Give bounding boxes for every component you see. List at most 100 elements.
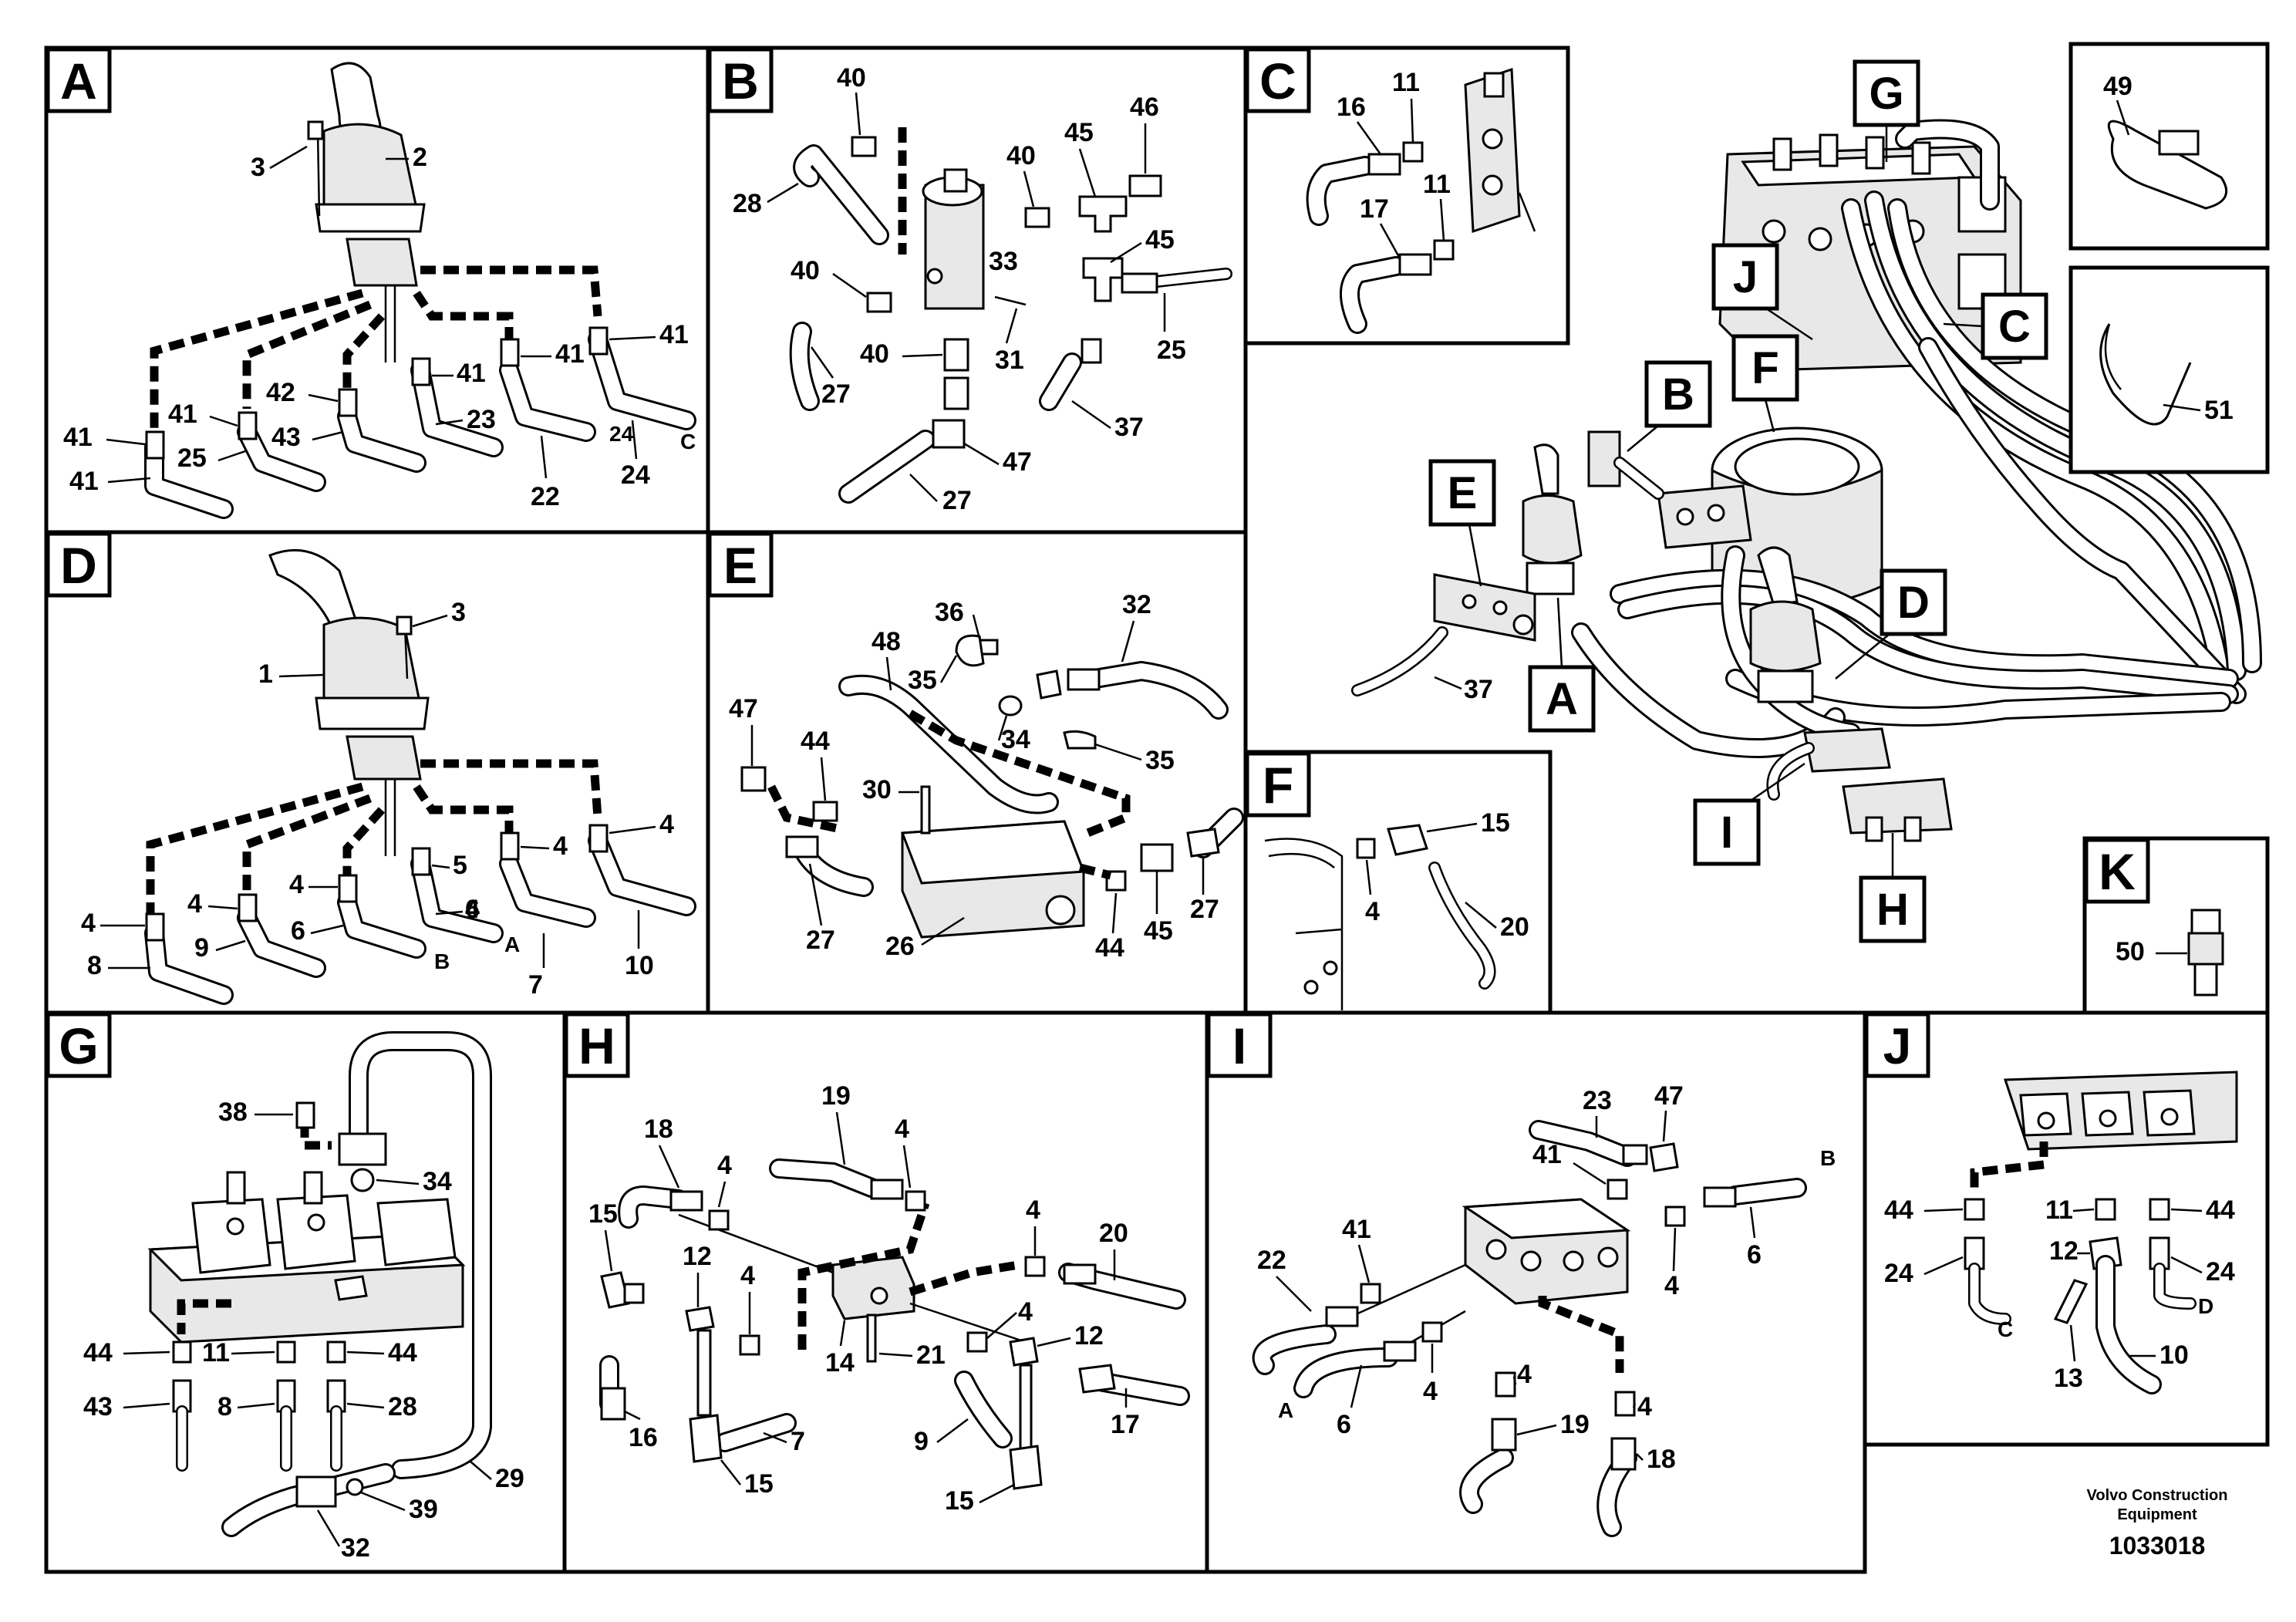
callout: 18: [1647, 1445, 1676, 1474]
panel-f-letter-box: [1245, 751, 1311, 818]
callout: 44: [388, 1338, 417, 1367]
panel-e-dashed-line-3: [1078, 863, 1112, 880]
overview-tag-f: F: [1731, 334, 1799, 433]
callout: 45: [1144, 916, 1173, 946]
panel-j: J 44 11 44 24 12: [1863, 1010, 2270, 1447]
machine-overview: G J C B F E D: [1351, 59, 2262, 943]
panel-e: E 36 32: [706, 530, 1248, 1015]
panel-a-letter: A: [60, 52, 97, 110]
callout: 10: [625, 951, 654, 980]
callout: 24: [2206, 1257, 2235, 1286]
overview-tag-b: B: [1627, 360, 1712, 452]
callout: 28: [733, 189, 762, 218]
callout: 27: [1190, 895, 1219, 924]
callout: 35: [1145, 746, 1175, 775]
panel-e-hoses: [740, 634, 1244, 897]
callout: 50: [2116, 937, 2145, 966]
panel-k: K 50: [2082, 836, 2270, 1017]
panel-i-hoses: [1252, 1120, 1807, 1537]
panel-c-hoses: [1306, 141, 1455, 334]
callout: 29: [495, 1464, 524, 1493]
callout: 13: [2054, 1364, 2083, 1393]
panel-b-hoses: [789, 136, 1232, 504]
panel-a: A: [44, 46, 710, 534]
overview-joystick-right: [1749, 546, 1822, 703]
legend-clamp-box: 49: [2068, 42, 2270, 251]
overview-tag-h: H: [1859, 833, 1927, 943]
svg-text:B: B: [1662, 369, 1694, 420]
legend-strap-box: 51: [2068, 265, 2270, 474]
callout: 3: [251, 153, 265, 182]
panel-c: C 16 11 11 17: [1243, 46, 1570, 346]
panel-c-letter-box: [1245, 47, 1311, 113]
callout: 4: [740, 1261, 755, 1290]
callout: 5: [453, 851, 467, 880]
svg-text:I: I: [1721, 808, 1733, 858]
callout: 17: [1360, 194, 1389, 224]
callout: 40: [837, 63, 866, 93]
drawing-number: 1033018: [2109, 1532, 2206, 1560]
callout: D: [2198, 1294, 2213, 1318]
overview-tag-g: G: [1853, 59, 1920, 162]
svg-text:C: C: [1998, 302, 2031, 352]
callout: 28: [388, 1392, 417, 1421]
callout: 46: [1130, 93, 1159, 122]
panel-i-letter-box: [1206, 1012, 1273, 1078]
panel-a-dashed-line-1: [150, 288, 364, 432]
valve-block-h-illustration: [678, 1213, 1027, 1363]
callout: 24: [621, 460, 650, 490]
callout: 47: [1003, 447, 1032, 477]
callout: 45: [1064, 118, 1094, 147]
motor-housing-illustration: [1264, 838, 1344, 1010]
callout: 26: [885, 932, 915, 961]
panel-e-letter: E: [723, 537, 757, 594]
callout: 44: [801, 727, 830, 756]
panel-e-letter-box: [707, 531, 774, 598]
svg-text:A: A: [1546, 674, 1578, 724]
panel-g-letter: G: [59, 1017, 98, 1074]
callout: 23: [467, 405, 496, 434]
callout: 37: [1114, 413, 1144, 442]
callout: 27: [821, 379, 851, 409]
panel-i: I: [1205, 1010, 1867, 1574]
callout: 32: [1122, 590, 1151, 619]
callout: 4: [1637, 1392, 1652, 1421]
callout: C: [680, 430, 696, 454]
callout: 11: [202, 1338, 230, 1367]
callout: 3: [451, 598, 466, 627]
callout: 37: [1464, 675, 1493, 704]
callout: 12: [683, 1242, 712, 1271]
panel-d: D 3: [44, 530, 710, 1015]
callout: A: [504, 932, 520, 956]
callout: 4: [1664, 1271, 1679, 1300]
panel-d-letter: D: [60, 537, 97, 594]
panel-g-hose-loop: [221, 1031, 492, 1537]
overview-solenoid: [1587, 430, 1664, 500]
callout: 34: [1001, 725, 1030, 754]
svg-text:E: E: [1448, 468, 1478, 518]
panel-g-letter-box: [46, 1012, 112, 1078]
callout: 41: [63, 423, 93, 452]
solenoid-valve-illustration: [922, 168, 1027, 310]
overview-tag-a: A: [1528, 597, 1596, 733]
callout: 45: [1145, 225, 1175, 255]
callout: 9: [194, 933, 209, 963]
panel-h-letter-box: [564, 1012, 630, 1078]
panel-b-letter-box: [707, 47, 774, 113]
panel-a-hoses: [144, 326, 696, 519]
callout: 4: [289, 870, 304, 899]
callout: 15: [588, 1199, 618, 1229]
callout: 9: [914, 1427, 929, 1456]
callout: 41: [1342, 1215, 1371, 1244]
overview-valve-e: [1351, 573, 1536, 696]
panel-e-dashed-line-2: [767, 784, 842, 834]
callout: 16: [629, 1423, 658, 1452]
company-name-line2: Equipment: [2117, 1506, 2197, 1523]
panel-g-fittings: [172, 1101, 346, 1472]
callout: 35: [908, 666, 937, 695]
panel-j-letter: J: [1883, 1017, 1912, 1074]
callout: 51: [2204, 396, 2234, 425]
callout: 47: [729, 694, 758, 723]
valve-section-j-illustration: [2003, 1071, 2238, 1151]
panel-a-dashed-line-4: [413, 290, 514, 339]
